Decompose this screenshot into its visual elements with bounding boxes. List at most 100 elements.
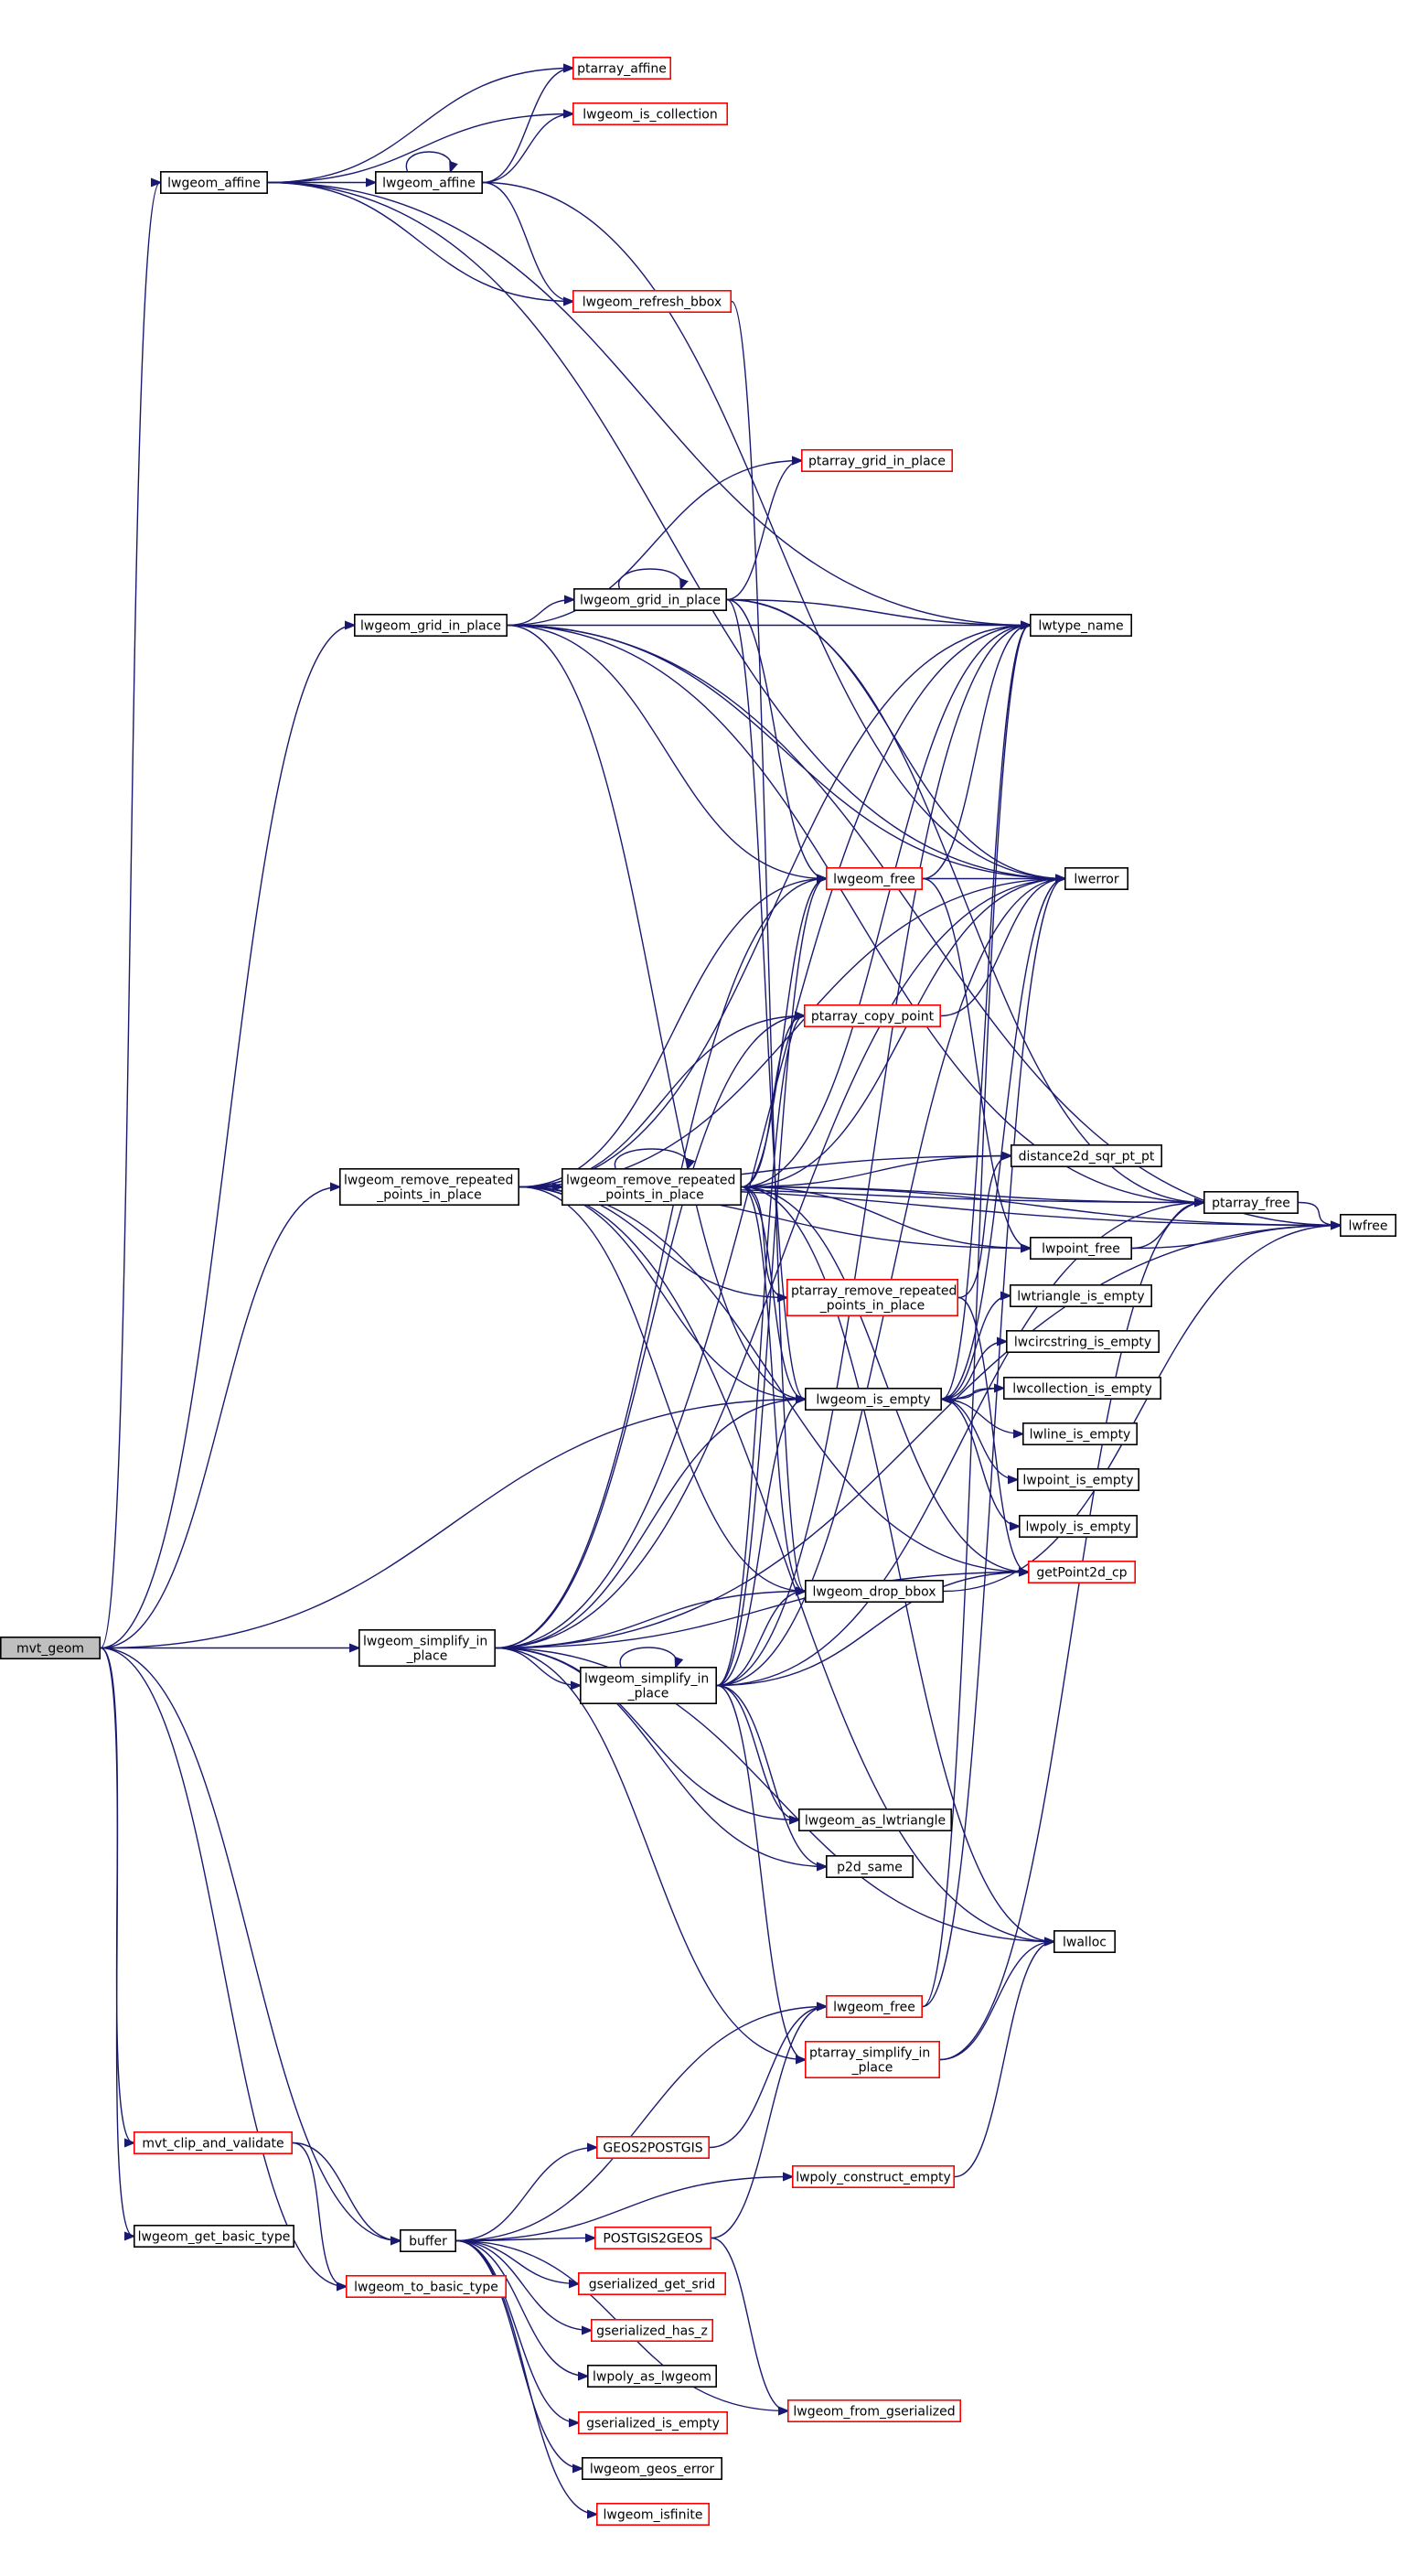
node-lwgeom_free_2[interactable]: lwgeom_free bbox=[825, 1995, 923, 2019]
edge-lwgeom_rrp_1-to-lwgeom_free_1 bbox=[519, 879, 826, 1188]
node-gserialized_get_srid[interactable]: gserialized_get_srid bbox=[577, 2272, 726, 2296]
node-mvt_clip_and_validate[interactable]: mvt_clip_and_validate bbox=[134, 2131, 293, 2155]
edge-lwgeom_simplify_1-to-lwalloc bbox=[495, 1647, 1053, 1942]
edge-lwgeom_grid_in_place_1-to-ptarray_grid_in_place bbox=[507, 461, 801, 627]
node-label: mvt_geom bbox=[16, 1642, 84, 1657]
node-lwgeom_grid_in_place_1[interactable]: lwgeom_grid_in_place bbox=[353, 613, 508, 637]
node-lwgeom_affine_1[interactable]: lwgeom_affine bbox=[160, 171, 269, 195]
node-label: lwerror bbox=[1074, 873, 1118, 887]
node-label: buffer bbox=[409, 2235, 447, 2249]
node-box bbox=[572, 587, 727, 611]
node-label: lwpoint_is_empty bbox=[1022, 1474, 1133, 1488]
node-lwgeom_affine_2[interactable]: lwgeom_affine bbox=[374, 171, 483, 195]
edge-lwgeom_grid_in_place_1-to-lwgeom_grid_in_place_2 bbox=[507, 600, 573, 627]
node-lwgeom_get_basic_type[interactable]: lwgeom_get_basic_type bbox=[134, 2225, 294, 2249]
node-ptarray_copy_point[interactable]: ptarray_copy_point bbox=[803, 1004, 941, 1028]
node-distance2d_sqr_pt_pt[interactable]: distance2d_sqr_pt_pt bbox=[1011, 1144, 1163, 1168]
node-label: lwpoly_is_empty bbox=[1025, 1520, 1130, 1535]
node-lwgeom_as_lwtriangle[interactable]: lwgeom_as_lwtriangle bbox=[797, 1809, 952, 1832]
node-mvt_geom[interactable]: mvt_geom bbox=[0, 1637, 102, 1660]
node-lwgeom_isfinite[interactable]: lwgeom_isfinite bbox=[595, 2503, 710, 2527]
node-label: _place bbox=[627, 1687, 669, 1701]
node-label: lwline_is_empty bbox=[1030, 1428, 1131, 1443]
node-getPoint2d_cp[interactable]: getPoint2d_cp bbox=[1028, 1561, 1137, 1584]
node-label: _place bbox=[406, 1649, 448, 1664]
node-lwpoly_is_empty[interactable]: lwpoly_is_empty bbox=[1019, 1515, 1139, 1539]
edge-lwgeom_is_empty-to-lwpoint_is_empty bbox=[941, 1398, 1017, 1480]
edge-lwgeom_simplify_2-to-lwgeom_free_1 bbox=[716, 879, 826, 1687]
node-label: lwgeom_from_gserialized bbox=[793, 2405, 955, 2420]
node-gserialized_is_empty[interactable]: gserialized_is_empty bbox=[577, 2411, 728, 2435]
node-lwpoint_free[interactable]: lwpoint_free bbox=[1030, 1237, 1133, 1261]
node-lwgeom_simplify_2[interactable]: lwgeom_simplify_in_place bbox=[579, 1667, 717, 1705]
node-lwgeom_grid_in_place_2[interactable]: lwgeom_grid_in_place bbox=[572, 587, 727, 611]
node-buffer[interactable]: buffer bbox=[399, 2229, 456, 2253]
node-lwgeom_rrp_1[interactable]: lwgeom_remove_repeated_points_in_place bbox=[338, 1168, 519, 1207]
node-label: lwgeom_is_collection bbox=[583, 108, 717, 123]
node-lwgeom_rrp_2[interactable]: lwgeom_remove_repeated_points_in_place bbox=[561, 1168, 742, 1207]
node-ptarray_affine[interactable]: ptarray_affine bbox=[572, 56, 671, 80]
node-label: lwtype_name bbox=[1038, 619, 1123, 634]
edge-lwgeom_simplify_1-to-lwgeom_is_empty bbox=[495, 1400, 805, 1649]
node-lwtriangle_is_empty[interactable]: lwtriangle_is_empty bbox=[1010, 1284, 1153, 1308]
node-label: lwgeom_grid_in_place bbox=[580, 594, 721, 608]
node-label: lwgeom_geos_error bbox=[590, 2463, 715, 2477]
node-lwalloc[interactable]: lwalloc bbox=[1053, 1930, 1117, 1954]
edge-lwgeom_simplify_1-to-p2d_same bbox=[495, 1647, 826, 1867]
node-lwpoly_as_lwgeom[interactable]: lwpoly_as_lwgeom bbox=[586, 2365, 717, 2388]
node-lwgeom_refresh_bbox[interactable]: lwgeom_refresh_bbox bbox=[572, 289, 732, 313]
edge-lwgeom_rrp_2-to-distance2d_sqr_pt_pt bbox=[741, 1156, 1011, 1188]
node-lwgeom_is_collection[interactable]: lwgeom_is_collection bbox=[572, 102, 728, 126]
edge-lwgeom_rrp_1-to-lwgeom_drop_bbox bbox=[519, 1186, 805, 1592]
node-label: lwgeom_drop_bbox bbox=[812, 1585, 936, 1600]
edge-lwgeom_simplify_1-to-lwfree bbox=[495, 1226, 1340, 1649]
node-lwerror[interactable]: lwerror bbox=[1064, 866, 1129, 890]
node-POSTGIS2GEOS[interactable]: POSTGIS2GEOS bbox=[594, 2227, 711, 2250]
node-lwgeom_geos_error[interactable]: lwgeom_geos_error bbox=[581, 2457, 722, 2481]
edge-ptarray_simplify-to-lwalloc bbox=[939, 1942, 1053, 2061]
edge-lwgeom_simplify_1-to-ptarray_copy_point bbox=[495, 1016, 804, 1649]
edge-lwgeom_simplify_2-to-lwgeom_is_empty bbox=[716, 1400, 805, 1687]
node-ptarray_free[interactable]: ptarray_free bbox=[1203, 1191, 1299, 1215]
node-label: lwpoly_as_lwgeom bbox=[593, 2370, 711, 2385]
node-GEOS2POSTGIS[interactable]: GEOS2POSTGIS bbox=[595, 2136, 710, 2160]
node-lwline_is_empty[interactable]: lwline_is_empty bbox=[1022, 1422, 1139, 1446]
node-box bbox=[577, 2272, 726, 2296]
edge-mvt_geom-to-lwgeom_affine_1 bbox=[100, 183, 160, 1649]
node-lwtype_name[interactable]: lwtype_name bbox=[1030, 613, 1133, 637]
node-box bbox=[804, 1580, 944, 1604]
node-lwgeom_is_empty[interactable]: lwgeom_is_empty bbox=[804, 1388, 942, 1411]
edge-lwgeom_grid_in_place_2-to-ptarray_grid_in_place bbox=[726, 461, 801, 601]
node-box bbox=[572, 102, 728, 126]
node-p2d_same[interactable]: p2d_same bbox=[825, 1855, 914, 1879]
node-lwgeom_free_1[interactable]: lwgeom_free bbox=[825, 866, 923, 890]
edge-lwgeom_simplify_2-to-ptarray_simplify bbox=[716, 1684, 805, 2060]
node-lwcollection_is_empty[interactable]: lwcollection_is_empty bbox=[1003, 1377, 1162, 1401]
node-lwpoint_is_empty[interactable]: lwpoint_is_empty bbox=[1017, 1468, 1140, 1492]
edge-lwgeom_affine_2-to-lwgeom_refresh_bbox bbox=[482, 181, 572, 302]
node-label: POSTGIS2GEOS bbox=[603, 2232, 702, 2247]
node-gserialized_has_z[interactable]: gserialized_has_z bbox=[590, 2319, 713, 2343]
node-lwfree[interactable]: lwfree bbox=[1340, 1214, 1397, 1238]
edge-lwpoly_construct_empty-to-lwalloc bbox=[954, 1942, 1053, 2178]
node-lwgeom_simplify_1[interactable]: lwgeom_simplify_in_place bbox=[358, 1629, 496, 1668]
edge-lwgeom_affine_2-to-lwgeom_is_collection bbox=[482, 114, 572, 184]
node-ptarray_grid_in_place[interactable]: ptarray_grid_in_place bbox=[800, 448, 953, 472]
node-ptarray_rrp[interactable]: ptarray_remove_repeated_points_in_place bbox=[786, 1279, 958, 1317]
edge-lwgeom_refresh_bbox-to-lwgeom_drop_bbox bbox=[731, 300, 805, 1592]
node-ptarray_simplify[interactable]: ptarray_simplify_in_place bbox=[804, 2041, 940, 2079]
node-box bbox=[595, 2136, 710, 2160]
node-lwgeom_to_basic_type[interactable]: lwgeom_to_basic_type bbox=[345, 2275, 507, 2299]
edge-mvt_geom-to-lwgeom_to_basic_type bbox=[100, 1647, 346, 2287]
edge-POSTGIS2GEOS-to-lwgeom_from_gserialized bbox=[711, 2237, 787, 2411]
node-lwcircstring_is_empty[interactable]: lwcircstring_is_empty bbox=[1006, 1330, 1160, 1354]
edge-lwgeom_rrp_2-to-lwalloc bbox=[741, 1186, 1053, 1942]
node-lwpoly_construct_empty[interactable]: lwpoly_construct_empty bbox=[791, 2165, 955, 2189]
node-label: ptarray_remove_repeated bbox=[791, 1284, 957, 1299]
node-lwgeom_drop_bbox[interactable]: lwgeom_drop_bbox bbox=[804, 1580, 944, 1604]
node-box bbox=[1006, 1330, 1160, 1354]
node-lwgeom_from_gserialized[interactable]: lwgeom_from_gserialized bbox=[786, 2399, 961, 2423]
node-label: ptarray_grid_in_place bbox=[808, 455, 946, 469]
edge-mvt_geom-to-buffer bbox=[100, 1647, 400, 2241]
